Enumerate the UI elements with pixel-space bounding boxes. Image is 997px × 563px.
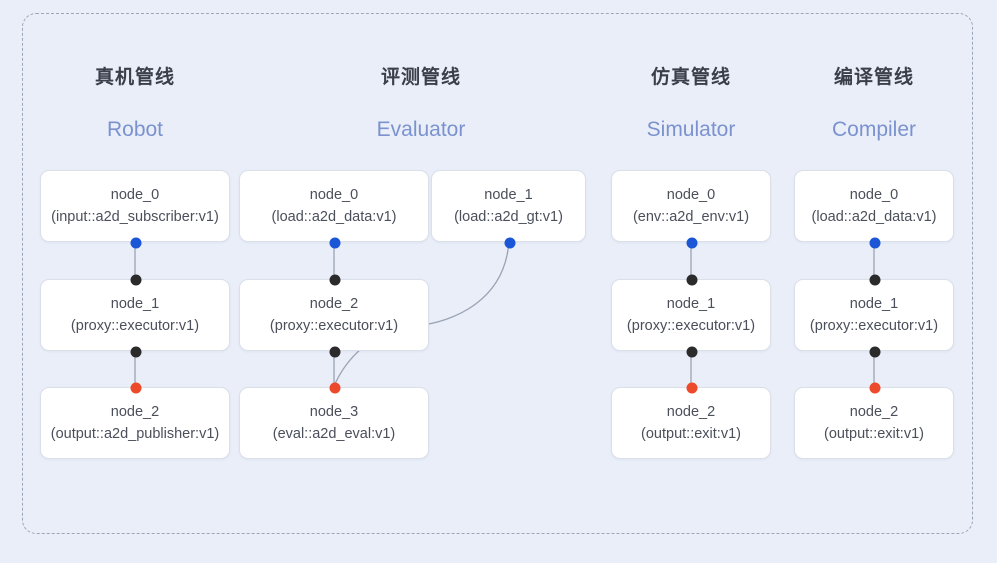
column-subtitle-simulator: Simulator [646, 118, 736, 141]
node-type: (proxy::executor:v1) [626, 318, 756, 334]
port-input-icon[interactable] [130, 274, 142, 286]
node-card-compiler-2[interactable]: node_2 (output::exit:v1) [794, 382, 954, 459]
column-header-simulator: 仿真管线 Simulator [596, 62, 786, 142]
node-card-evaluator-3[interactable]: node_3 (eval::a2d_eval:v1) [239, 382, 429, 459]
node-card-robot-0[interactable]: node_0 (input::a2d_subscriber:v1) [40, 170, 230, 249]
port-terminal-icon[interactable] [869, 382, 881, 394]
node-card-robot-1[interactable]: node_1 (proxy::executor:v1) [40, 274, 230, 358]
node-type: (load::a2d_data:v1) [811, 209, 937, 225]
node-type: (load::a2d_gt:v1) [454, 209, 563, 225]
node-type: (proxy::executor:v1) [809, 318, 939, 334]
port-terminal-icon[interactable] [686, 382, 698, 394]
column-title-compiler: 编译管线 [833, 67, 914, 88]
node-name: node_0 [110, 186, 160, 203]
node-name: node_3 [309, 403, 359, 420]
node-card-evaluator-1[interactable]: node_1 (load::a2d_gt:v1) [431, 170, 586, 249]
node-type: (env::a2d_env:v1) [632, 209, 750, 225]
port-output-icon[interactable] [130, 237, 142, 249]
node-type: (output::a2d_publisher:v1) [50, 426, 220, 442]
node-card-robot-2[interactable]: node_2 (output::a2d_publisher:v1) [40, 382, 230, 459]
node-type: (eval::a2d_eval:v1) [272, 426, 396, 442]
node-card-evaluator-0[interactable]: node_0 (load::a2d_data:v1) [239, 170, 429, 249]
node-type: (input::a2d_subscriber:v1) [51, 209, 219, 225]
node-card-compiler-1[interactable]: node_1 (proxy::executor:v1) [794, 274, 954, 358]
column-title-evaluator: 评测管线 [380, 67, 461, 88]
port-output-icon[interactable] [686, 346, 698, 358]
node-card-simulator-0[interactable]: node_0 (env::a2d_env:v1) [611, 170, 771, 249]
port-output-icon[interactable] [869, 346, 881, 358]
node-name: node_2 [849, 403, 899, 420]
node-type: (proxy::executor:v1) [70, 318, 200, 334]
node-name: node_0 [309, 186, 359, 203]
node-name: node_2 [666, 403, 716, 420]
column-title-robot: 真机管线 [94, 67, 175, 88]
node-name: node_1 [849, 295, 899, 312]
port-output-icon[interactable] [869, 237, 881, 249]
port-output-icon[interactable] [686, 237, 698, 249]
column-title-simulator: 仿真管线 [650, 67, 731, 88]
column-subtitle-compiler: Compiler [831, 118, 917, 141]
port-output-icon[interactable] [504, 237, 516, 249]
node-card-simulator-1[interactable]: node_1 (proxy::executor:v1) [611, 274, 771, 358]
port-terminal-icon[interactable] [329, 382, 341, 394]
node-card-compiler-0[interactable]: node_0 (load::a2d_data:v1) [794, 170, 954, 249]
column-subtitle-robot: Robot [106, 118, 164, 141]
port-input-icon[interactable] [869, 274, 881, 286]
node-name: node_2 [309, 295, 359, 312]
port-input-icon[interactable] [329, 274, 341, 286]
column-header-evaluator: 评测管线 Evaluator [326, 62, 516, 142]
port-output-icon[interactable] [329, 237, 341, 249]
node-name: node_2 [110, 403, 160, 420]
column-header-compiler: 编译管线 Compiler [779, 62, 969, 142]
port-output-icon[interactable] [130, 346, 142, 358]
node-name: node_1 [666, 295, 716, 312]
node-name: node_0 [666, 186, 716, 203]
node-name: node_1 [110, 295, 160, 312]
column-subtitle-evaluator: Evaluator [376, 118, 466, 141]
column-header-robot: 真机管线 Robot [40, 62, 230, 142]
port-input-icon[interactable] [686, 274, 698, 286]
node-type: (output::exit:v1) [824, 426, 924, 442]
node-name: node_1 [484, 186, 533, 203]
port-output-icon[interactable] [329, 346, 341, 358]
port-terminal-icon[interactable] [130, 382, 142, 394]
node-type: (output::exit:v1) [641, 426, 741, 442]
node-type: (proxy::executor:v1) [269, 318, 399, 334]
node-name: node_0 [849, 186, 899, 203]
node-type: (load::a2d_data:v1) [271, 209, 397, 225]
node-card-evaluator-2[interactable]: node_2 (proxy::executor:v1) [239, 274, 429, 358]
node-card-simulator-2[interactable]: node_2 (output::exit:v1) [611, 382, 771, 459]
